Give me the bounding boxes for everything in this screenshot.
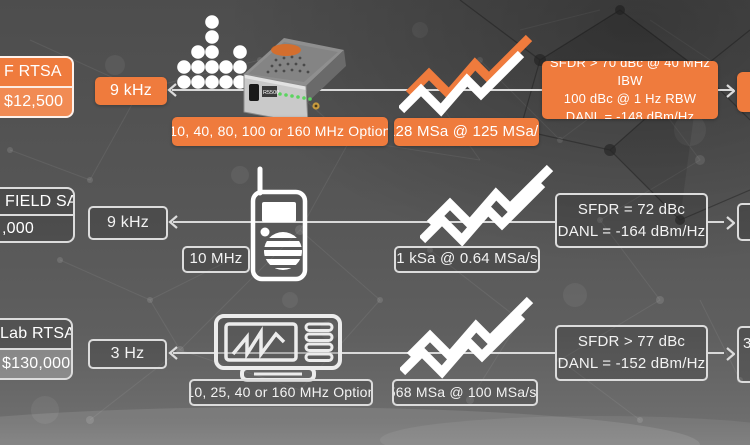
row3-next-line: [708, 352, 724, 354]
row1-right-arrow-icon: [726, 84, 735, 98]
row1-capture-box: 128 MSa @ 125 MSa/s: [394, 118, 539, 146]
benchtop-spectrum-analyzer-icon: [214, 314, 342, 382]
divider: [0, 86, 72, 88]
handheld-spectrum-analyzer-icon: [250, 166, 308, 282]
row2-right-arrow-icon: [726, 216, 735, 230]
row2-specs-box: SFDR = 72 dBc DANL = -164 dBm/Hz: [555, 193, 708, 248]
spec-line: DANL = -164 dBm/Hz: [557, 222, 706, 240]
spec-line: 100 dBc @ 1 Hz RBW: [563, 91, 697, 106]
dotted-arrow-pattern: [177, 15, 261, 89]
row3-right-arrow-icon: [726, 347, 735, 361]
row1-next-box: [737, 72, 750, 112]
row3-freq-box: 3 Hz: [88, 339, 167, 369]
row2-flow-line: [173, 221, 555, 223]
row2-left-arrow-icon: [168, 215, 178, 229]
row2-product-box: FIELD SA ,000: [0, 187, 75, 243]
row2-capture-box: 1 kSa @ 0.64 MSa/s: [394, 246, 540, 273]
row2-bandwidth-option-box: 10 MHz: [182, 246, 250, 273]
zigzag-signal-icon: [399, 34, 533, 117]
spec-line: SFDR > 77 dBc: [577, 333, 686, 351]
row1-bandwidth-option-box: 10, 40, 80, 100 or 160 MHz Option: [172, 117, 388, 146]
row1-product-price: $12,500: [0, 88, 72, 116]
device-model-label: R5500: [263, 90, 279, 96]
row1-freq-box: 9 kHz: [95, 77, 167, 105]
divider: [0, 348, 71, 350]
row3-left-arrow-icon: [168, 346, 178, 360]
row2-freq-box: 9 kHz: [88, 206, 168, 240]
row3-next-box: 3: [737, 326, 750, 383]
row2-product-price: ,000: [2, 219, 34, 237]
row1-next-line: [718, 89, 734, 91]
row3-bandwidth-option-box: 10, 25, 40 or 160 MHz Option: [189, 379, 373, 406]
divider: [0, 214, 73, 216]
row3-specs-box: SFDR > 77 dBc DANL = -152 dBm/Hz: [555, 325, 708, 381]
row1-specs-box: SFDR > 70 dBc @ 40 MHz IBW 100 dBc @ 1 H…: [542, 61, 718, 119]
row1-product-box: F RTSA $12,500: [0, 56, 74, 118]
row3-flow-line: [173, 352, 555, 354]
row3-product-box: Lab RTSA $130,000+: [0, 318, 73, 380]
row2-next-box: [737, 203, 750, 241]
row1-left-arrow-icon: [167, 83, 177, 97]
zigzag-signal-icon: [400, 296, 534, 379]
spec-line: DANL = -148 dBm/Hz: [565, 109, 695, 119]
row3-next-fragment: 3: [743, 335, 750, 352]
spec-line: DANL = -152 dBm/Hz: [557, 355, 706, 372]
spec-line: SFDR > 70 dBc @ 40 MHz IBW: [549, 61, 711, 88]
row3-product-price: $130,000+: [0, 350, 71, 378]
row1-product-name: F RTSA: [4, 63, 62, 80]
row2-product-name: FIELD SA: [5, 192, 75, 210]
row3-capture-box: 568 MSa @ 100 MSa/s*: [392, 379, 538, 406]
row3-product-name: Lab RTSA: [0, 325, 73, 342]
receiver-device-photo: R5500: [228, 38, 346, 134]
zigzag-signal-icon: [420, 164, 554, 247]
row1-flow-line: [172, 89, 542, 91]
row2-next-line: [708, 221, 724, 223]
spec-line: SFDR = 72 dBc: [577, 200, 686, 218]
